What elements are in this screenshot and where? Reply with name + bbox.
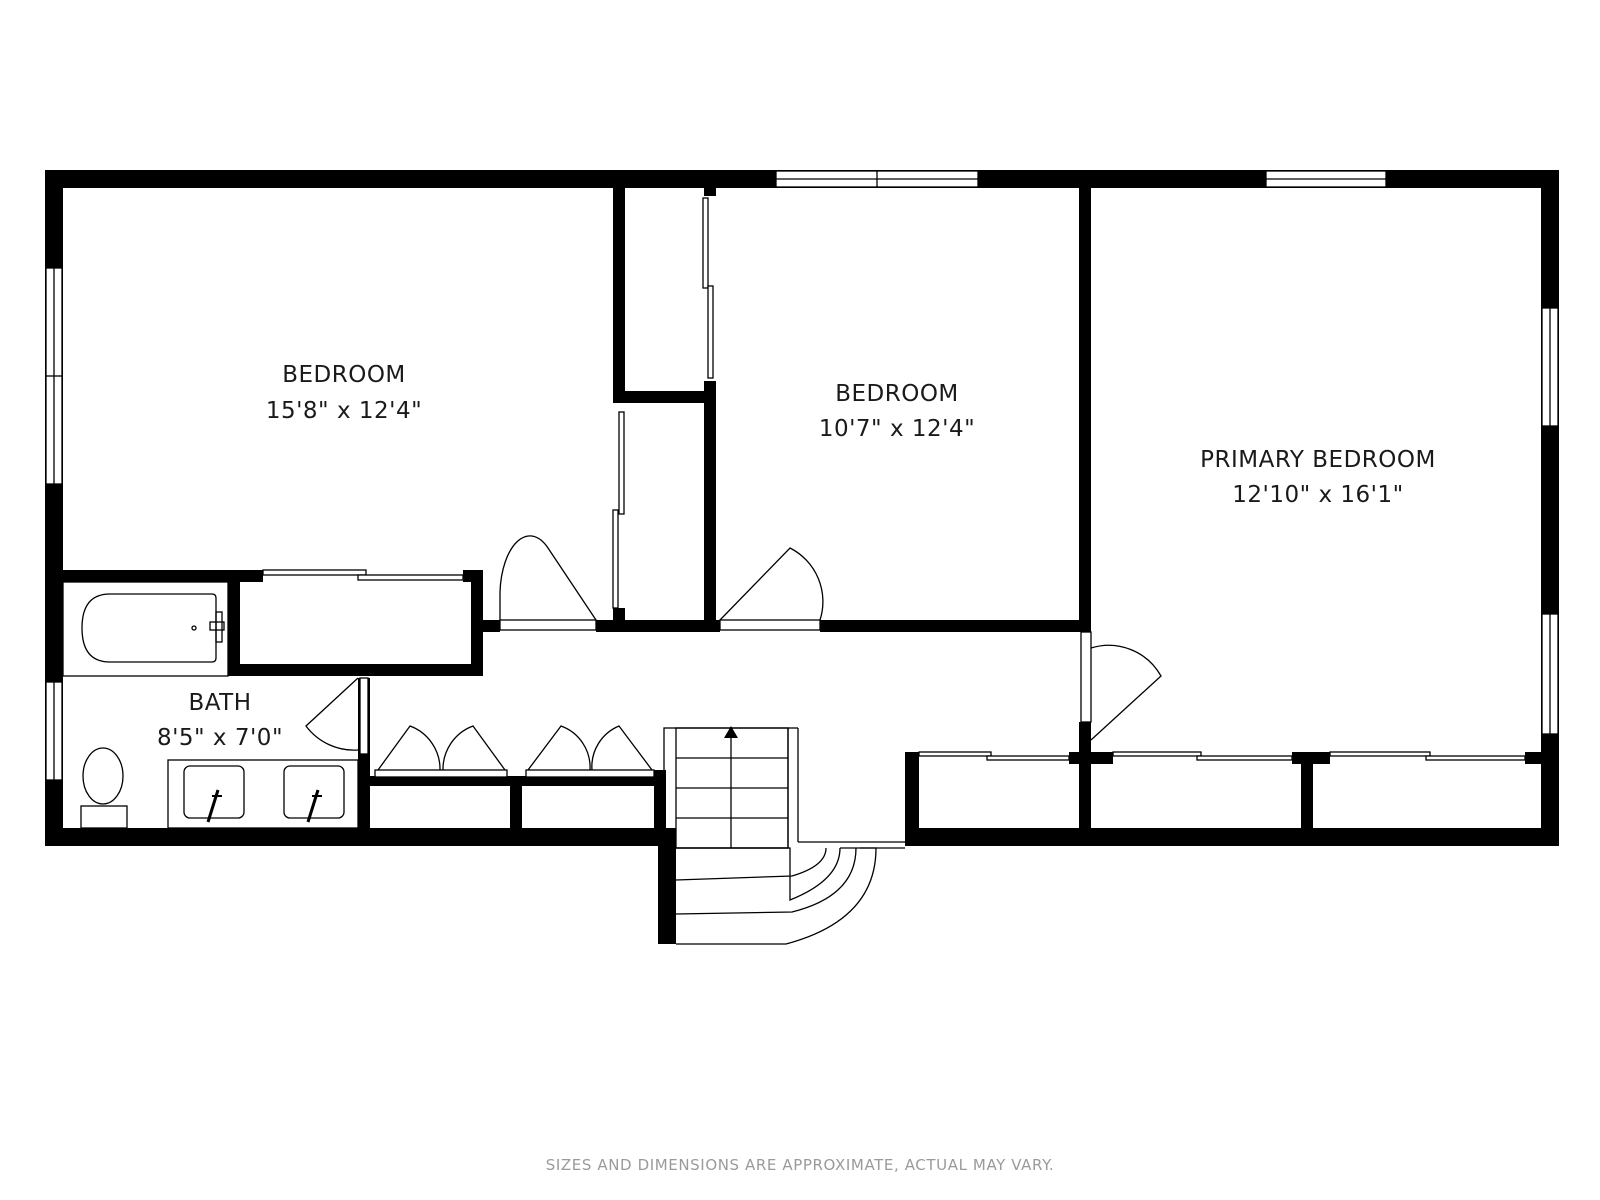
disclaimer-text: SIZES AND DIMENSIONS ARE APPROXIMATE, AC…: [546, 1156, 1054, 1174]
interior-walls: [63, 186, 1543, 842]
windows: [45, 170, 1559, 781]
swing-doors: [305, 535, 1162, 778]
sliding-doors: [262, 197, 1526, 761]
bath-fixtures: [62, 581, 359, 829]
toilet-icon: [82, 747, 124, 805]
room-name-primary-bedroom: PRIMARY BEDROOM: [1200, 447, 1436, 473]
room-name-bedroom-1: BEDROOM: [282, 362, 406, 388]
room-dims-bedroom-2: 10'7" x 12'4": [819, 416, 975, 442]
sink-left-icon: [183, 765, 245, 819]
room-dims-bedroom-1: 15'8" x 12'4": [266, 398, 422, 424]
room-dims-primary-bedroom: 12'10" x 16'1": [1232, 482, 1403, 508]
stair-up-arrow-icon: [724, 726, 738, 738]
room-dims-bath: 8'5" x 7'0": [157, 725, 283, 751]
sink-right-icon: [283, 765, 345, 819]
bathtub-icon: [81, 593, 217, 663]
staircase: [663, 726, 905, 945]
room-name-bath: BATH: [188, 690, 251, 716]
room-name-bedroom-2: BEDROOM: [835, 381, 959, 407]
